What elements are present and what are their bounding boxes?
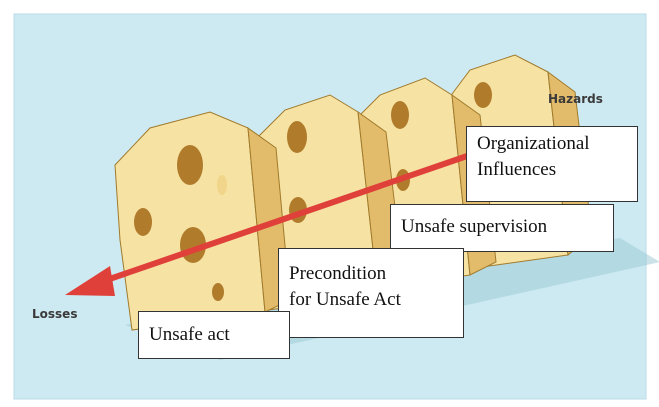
callout-unsafe-supervision: Unsafe supervision: [390, 204, 614, 252]
cheese-hole: [212, 283, 224, 301]
cheese-slice-unsafe-act: [115, 112, 290, 330]
callout-line: Organizational: [477, 131, 627, 157]
cheese-hole: [134, 208, 152, 236]
callout-line: Unsafe act: [149, 322, 279, 348]
cheese-hole: [287, 121, 307, 153]
losses-label: Losses: [32, 307, 77, 321]
callout-line: Precondition: [289, 261, 453, 287]
cheese-hole: [474, 82, 492, 108]
callout-line: Influences: [477, 157, 627, 183]
cheese-hole: [177, 145, 203, 185]
cheese-hole: [391, 101, 409, 129]
callout-line: Unsafe supervision: [401, 209, 603, 245]
callout-precondition: Precondition for Unsafe Act: [278, 248, 464, 338]
cheese-hole: [217, 175, 227, 195]
hazards-label: Hazards: [548, 92, 603, 106]
callout-unsafe-act: Unsafe act: [138, 311, 290, 359]
callout-line: for Unsafe Act: [289, 287, 453, 313]
callout-organizational-influences: Organizational Influences: [466, 126, 638, 202]
